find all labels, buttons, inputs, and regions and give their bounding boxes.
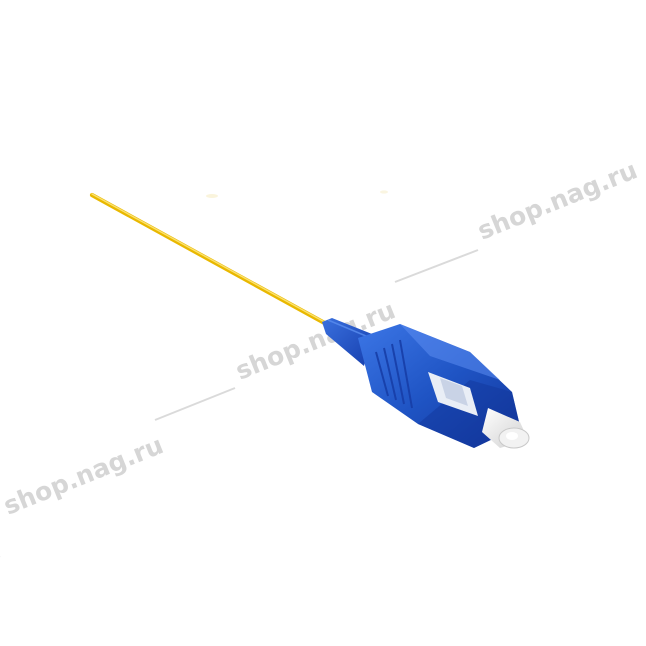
ferrule [482,408,530,449]
fiber-cable [89,192,333,329]
connector-ribs [375,339,413,409]
sc-connector [322,318,530,449]
watermark-line [394,249,479,283]
connector-boot [322,318,372,366]
reflection-specks [206,190,388,198]
watermark-line [154,387,236,421]
